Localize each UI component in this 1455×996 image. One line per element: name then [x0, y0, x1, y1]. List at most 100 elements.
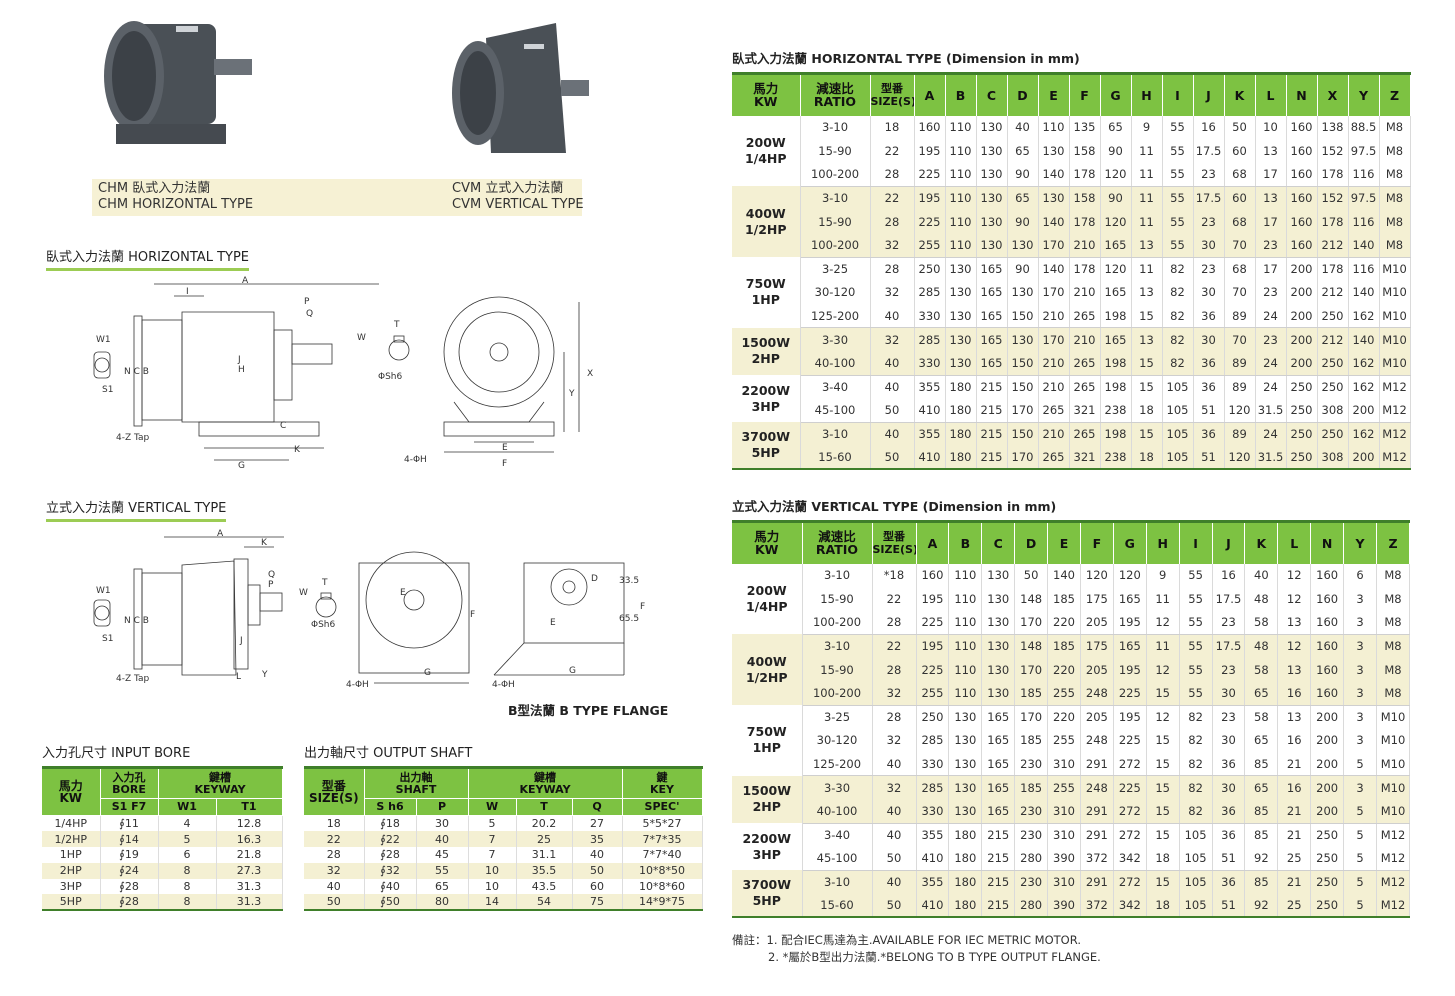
output-shaft-cell: ∮18: [364, 815, 417, 832]
v-value-cell: M8: [1376, 587, 1411, 611]
v-value-cell: 230: [1014, 799, 1049, 824]
h-value-cell: 28: [870, 257, 915, 281]
v-value-cell: 21: [1277, 823, 1312, 847]
h-value-cell: 210: [1038, 375, 1070, 399]
v-value-cell: 50: [1014, 563, 1049, 588]
v-value-cell: M8: [1376, 563, 1411, 588]
h-value-cell: 50: [870, 445, 915, 470]
h-value-cell: 200: [1348, 445, 1380, 470]
v-header-cell: F: [1080, 520, 1114, 564]
h-value-cell: 60: [1224, 186, 1256, 210]
v-value-cell: 272: [1113, 823, 1147, 847]
v-header-cell: C: [981, 520, 1016, 564]
v-value-cell: 65: [1244, 775, 1279, 800]
v-value-cell: 11: [1146, 587, 1180, 611]
v-value-cell: 160: [1310, 634, 1345, 658]
v-value-cell: 12: [1277, 587, 1312, 611]
svg-text:ΦSh6: ΦSh6: [311, 620, 336, 630]
v-value-cell: 148: [1014, 634, 1049, 658]
h-header-cell: C: [976, 72, 1008, 116]
svg-text:J: J: [237, 355, 241, 365]
h-value-cell: 178: [1069, 209, 1101, 234]
v-value-cell: 185: [1047, 634, 1081, 658]
v-kw-label: 1HP: [752, 740, 781, 756]
input-bore-cell: ∮24: [100, 862, 159, 879]
v-value-cell: 3: [1343, 634, 1377, 658]
h-value-cell: 285: [914, 327, 946, 352]
v-value-cell: 18: [1146, 893, 1180, 918]
v-value-cell: 82: [1179, 775, 1213, 800]
svg-text:N C B: N C B: [124, 367, 149, 377]
v-header-cell: 減速比 RATIO: [802, 520, 873, 564]
v-value-cell: 130: [981, 610, 1016, 635]
h-value-cell: 195: [914, 139, 946, 163]
h-value-cell: 130: [945, 351, 977, 376]
v-value-cell: 272: [1113, 752, 1147, 777]
h-value-cell: 212: [1317, 327, 1349, 352]
output-shaft-cell: 27: [572, 815, 623, 832]
input-bore-cell: 12.8: [216, 815, 283, 832]
v-value-cell: M8: [1376, 657, 1411, 682]
svg-text:K: K: [261, 538, 268, 548]
os-head-size: 型番 SIZE(S): [304, 766, 365, 816]
svg-text:F: F: [502, 459, 507, 469]
v-value-cell: 105: [1179, 893, 1213, 918]
h-value-cell: 165: [976, 351, 1008, 376]
h-value-cell: 15-60: [800, 445, 871, 470]
h-value-cell: 9: [1131, 115, 1163, 140]
v-kw-label: 2200W: [742, 830, 792, 846]
horizontal-table-title: 臥式入力法蘭 HORIZONTAL TYPE (Dimension in mm): [732, 51, 1080, 66]
h-value-cell: 116: [1348, 257, 1380, 281]
h-value-cell: 65: [1100, 115, 1132, 140]
output-shaft-cell: 75: [572, 894, 623, 911]
v-value-cell: 330: [916, 752, 950, 777]
input-bore-table: 馬力 KW 入力孔 BORE 鍵槽 KEYWAY S1 F7 W1 T1 1/4…: [42, 765, 283, 911]
h-value-cell: 32: [870, 233, 915, 258]
v-value-cell: 180: [948, 846, 983, 871]
h-value-cell: 17.5: [1193, 186, 1225, 210]
h-value-cell: 198: [1100, 375, 1132, 399]
v-value-cell: 11: [1146, 634, 1180, 658]
v-value-cell: 65: [1244, 728, 1279, 753]
output-shaft-cell: 31.1: [516, 847, 573, 863]
os-head-q: Q: [572, 798, 623, 816]
v-value-cell: 12: [1277, 634, 1312, 658]
output-shaft-cell: 35: [572, 831, 623, 848]
v-value-cell: 23: [1212, 657, 1246, 682]
v-value-cell: 230: [1014, 870, 1049, 894]
svg-text:S1: S1: [102, 634, 113, 644]
v-value-cell: 248: [1080, 681, 1114, 706]
h-header-cell: N: [1286, 72, 1318, 116]
h-value-cell: 160: [1286, 115, 1318, 140]
h-value-cell: 70: [1224, 327, 1256, 352]
v-value-cell: 36: [1212, 823, 1246, 847]
v-value-cell: 390: [1047, 846, 1081, 871]
v-header-cell: B: [948, 520, 983, 564]
h-value-cell: 162: [1348, 351, 1380, 376]
h-value-cell: 212: [1317, 280, 1349, 305]
v-value-cell: 170: [1014, 705, 1049, 729]
h-value-cell: 180: [945, 398, 977, 423]
v-value-cell: 165: [1113, 634, 1147, 658]
h-value-cell: 65: [1007, 186, 1039, 210]
h-value-cell: 100-200: [800, 233, 871, 258]
svg-text:G: G: [238, 461, 245, 471]
v-value-cell: 5: [1343, 823, 1377, 847]
v-value-cell: M10: [1376, 775, 1411, 800]
h-value-cell: 238: [1100, 398, 1132, 423]
h-value-cell: 51: [1193, 445, 1225, 470]
v-value-cell: M12: [1376, 893, 1411, 918]
h-value-cell: 3-40: [800, 375, 871, 399]
h-value-cell: 250: [1286, 422, 1318, 446]
h-value-cell: 110: [945, 233, 977, 258]
v-value-cell: 225: [916, 657, 950, 682]
v-value-cell: 148: [1014, 587, 1049, 611]
v-value-cell: 82: [1179, 728, 1213, 753]
v-value-cell: 15: [1146, 728, 1180, 753]
v-value-cell: 185: [1014, 728, 1049, 753]
